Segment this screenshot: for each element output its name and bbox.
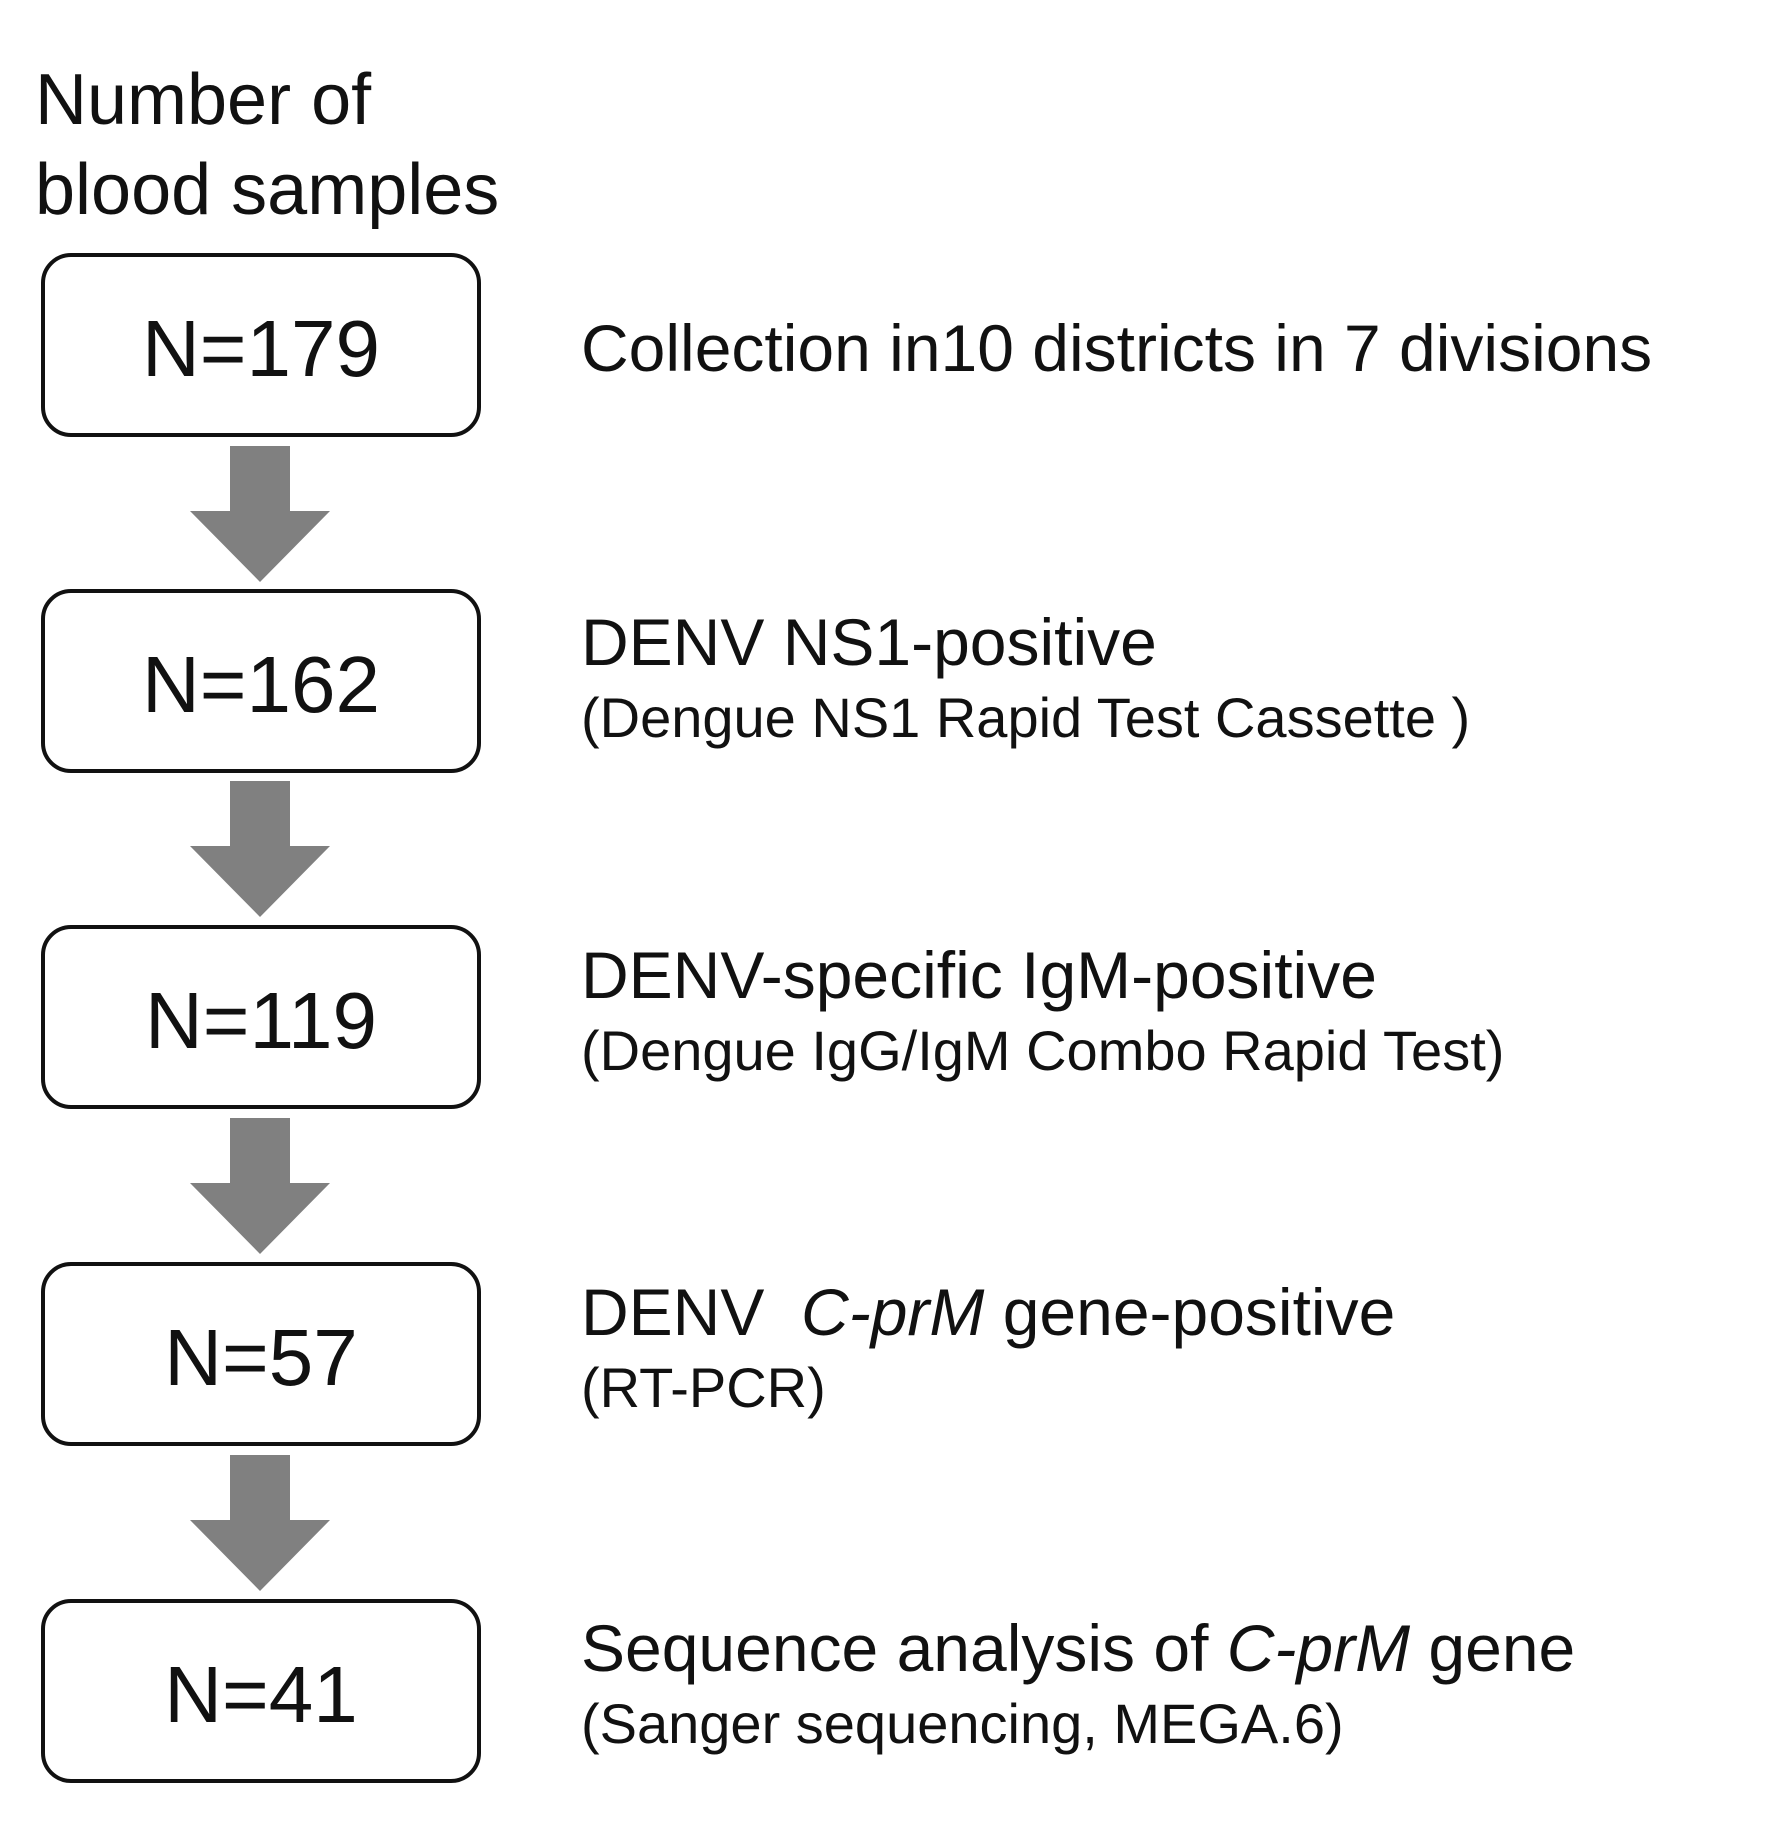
header-line-1: Number of — [35, 60, 372, 140]
step-method: (RT-PCR) — [581, 1356, 826, 1419]
down-arrow-icon — [190, 1455, 330, 1591]
step-description: Sequence analysis of C-prM gene — [581, 1610, 1575, 1686]
step-description: DENV NS1-positive — [581, 605, 1157, 679]
step-description-prefix: Sequence analysis of — [581, 1611, 1227, 1685]
count-value: N=119 — [144, 976, 378, 1065]
down-arrow-icon — [190, 1118, 330, 1254]
count-box-sequencing: N=41 — [41, 1599, 481, 1783]
header-line-2: blood samples — [35, 150, 500, 230]
step-description-prefix: DENV — [581, 1275, 802, 1349]
step-label-ns1: DENV NS1-positive (Dengue NS1 Rapid Test… — [581, 604, 1470, 752]
step-method: (Dengue IgG/IgM Combo Rapid Test) — [581, 1019, 1505, 1082]
step-label-igm: DENV-specific IgM-positive (Dengue IgG/I… — [581, 937, 1504, 1085]
count-box-collection: N=179 — [41, 253, 481, 437]
diagram-header: Number of blood samples — [35, 55, 499, 235]
count-value: N=162 — [142, 640, 380, 729]
gene-name: C-prM — [1226, 1611, 1411, 1685]
step-description: DENV-specific IgM-positive — [581, 938, 1377, 1012]
count-value: N=41 — [164, 1650, 358, 1739]
step-method: (Dengue NS1 Rapid Test Cassette ) — [581, 686, 1471, 749]
count-box-igm: N=119 — [41, 925, 481, 1109]
down-arrow-icon — [190, 781, 330, 917]
step-description-suffix: gene-positive — [984, 1275, 1396, 1349]
step-description: DENV C-prM gene-positive — [581, 1274, 1395, 1350]
step-method: (Sanger sequencing, MEGA.6) — [581, 1692, 1344, 1755]
step-description: Collection in10 districts in 7 divisions — [581, 311, 1653, 385]
gene-name: C-prM — [801, 1275, 985, 1349]
step-description-suffix: gene — [1410, 1611, 1576, 1685]
step-label-collection: Collection in10 districts in 7 divisions — [581, 310, 1652, 386]
step-label-sequencing: Sequence analysis of C-prM gene (Sanger … — [581, 1610, 1575, 1758]
count-box-rtpcr: N=57 — [41, 1262, 481, 1446]
count-value: N=57 — [164, 1313, 358, 1402]
step-label-rtpcr: DENV C-prM gene-positive (RT-PCR) — [581, 1274, 1395, 1422]
count-box-ns1: N=162 — [41, 589, 481, 773]
count-value: N=179 — [142, 304, 380, 393]
down-arrow-icon — [190, 446, 330, 582]
